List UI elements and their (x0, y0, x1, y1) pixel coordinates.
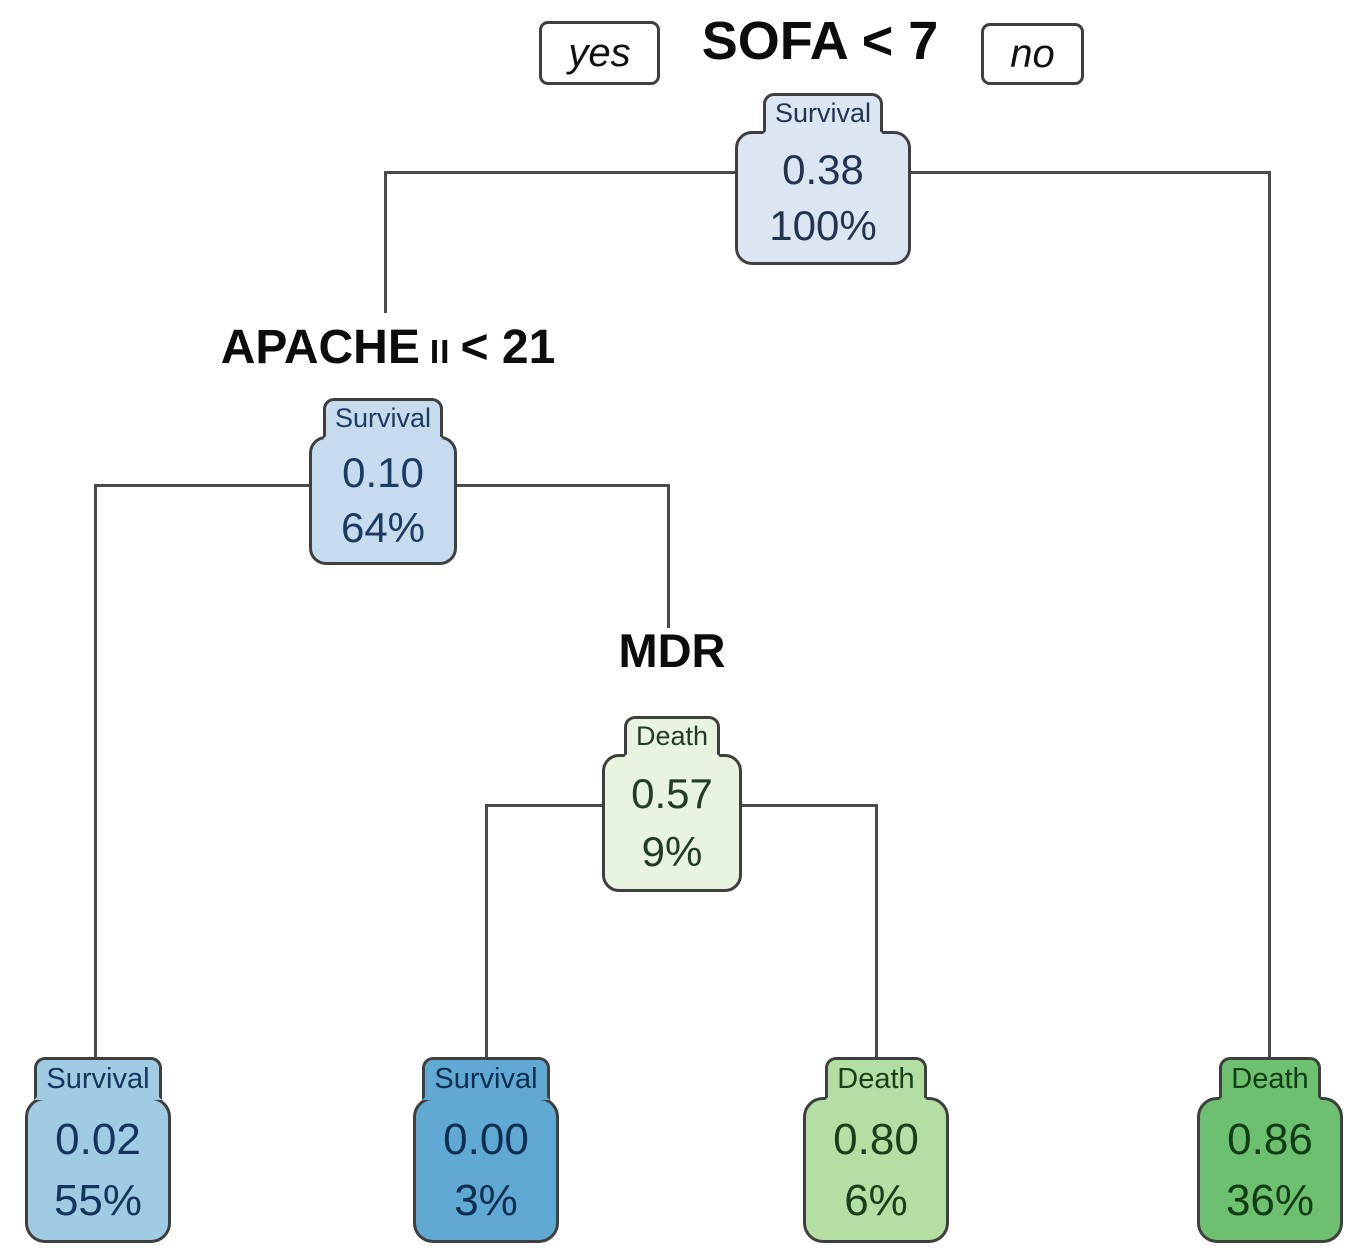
node-apache-probability: 0.10 (342, 448, 424, 496)
node-leaf3-body: 0.80 6% (803, 1097, 949, 1243)
node-leaf2-class-label: Survival (434, 1063, 538, 1095)
edge-label-no-text: no (1010, 31, 1055, 76)
node-leaf1-body: 0.02 55% (25, 1097, 171, 1243)
node-leaf3-percent: 6% (844, 1175, 908, 1225)
branch-line-root-left (384, 171, 387, 313)
node-root-class-tab: Survival (762, 93, 884, 134)
node-leaf4-probability: 0.86 (1227, 1114, 1313, 1164)
node-leaf4-body: 0.86 36% (1197, 1097, 1343, 1243)
node-root-percent: 100% (769, 202, 877, 250)
edge-label-no: no (981, 23, 1084, 85)
node-leaf3-class-tab: Death (825, 1057, 927, 1101)
node-leaf4-class-label: Death (1231, 1063, 1309, 1095)
node-leaf-death-36pct: Death 0.86 36% (1197, 1057, 1343, 1243)
node-mdr-probability: 0.57 (631, 769, 713, 817)
branch-line-mdr-left (485, 804, 488, 1066)
node-mdr-percent: 9% (641, 827, 703, 875)
split-label-apache-suffix: < 21 (460, 321, 556, 374)
node-leaf4-class-tab: Death (1219, 1057, 1321, 1101)
node-apache: Survival 0.10 64% (309, 398, 457, 565)
node-mdr-class-tab: Death (623, 716, 721, 757)
branch-line-root-right (1268, 171, 1271, 1066)
node-apache-class-tab: Survival (322, 398, 444, 439)
node-leaf2-percent: 3% (454, 1175, 518, 1225)
node-leaf2-probability: 0.00 (443, 1114, 529, 1164)
node-leaf-death-6pct: Death 0.80 6% (803, 1057, 949, 1243)
node-leaf2-body: 0.00 3% (413, 1097, 559, 1243)
edge-label-yes-text: yes (568, 30, 631, 75)
node-root-class-label: Survival (774, 98, 872, 128)
node-apache-body: 0.10 64% (309, 435, 457, 565)
node-leaf-survival-3pct: Survival 0.00 3% (413, 1057, 559, 1243)
node-root: Survival 0.38 100% (735, 93, 911, 265)
node-leaf1-percent: 55% (53, 1175, 143, 1225)
node-leaf3-probability: 0.80 (833, 1114, 919, 1164)
branch-line-apache-right (667, 484, 670, 628)
node-leaf1-class-label: Survival (46, 1063, 150, 1095)
node-leaf1-class-tab: Survival (34, 1057, 162, 1101)
branch-line-apache-left (94, 484, 97, 1066)
node-mdr-class-label: Death (635, 721, 709, 751)
node-leaf3-class-label: Death (837, 1063, 915, 1095)
branch-line-mdr-right (875, 804, 878, 1066)
split-label-mdr: MDR (618, 624, 726, 677)
node-apache-percent: 64% (340, 503, 426, 551)
node-mdr-body: 0.57 9% (602, 753, 742, 892)
node-leaf1-probability: 0.02 (55, 1114, 141, 1164)
node-apache-class-label: Survival (334, 403, 432, 433)
node-mdr: Death 0.57 9% (602, 716, 742, 892)
split-label-apache-prefix: APACHE (220, 321, 420, 374)
node-leaf4-percent: 36% (1225, 1175, 1315, 1225)
split-label-root: SOFA < 7 (701, 11, 939, 71)
node-root-probability: 0.38 (782, 145, 864, 193)
node-leaf-survival-55pct: Survival 0.02 55% (25, 1057, 171, 1243)
split-label-apache-roman: II (429, 334, 451, 371)
edge-label-yes: yes (539, 21, 660, 85)
node-root-body: 0.38 100% (735, 130, 911, 265)
node-leaf2-class-tab: Survival (422, 1057, 550, 1101)
